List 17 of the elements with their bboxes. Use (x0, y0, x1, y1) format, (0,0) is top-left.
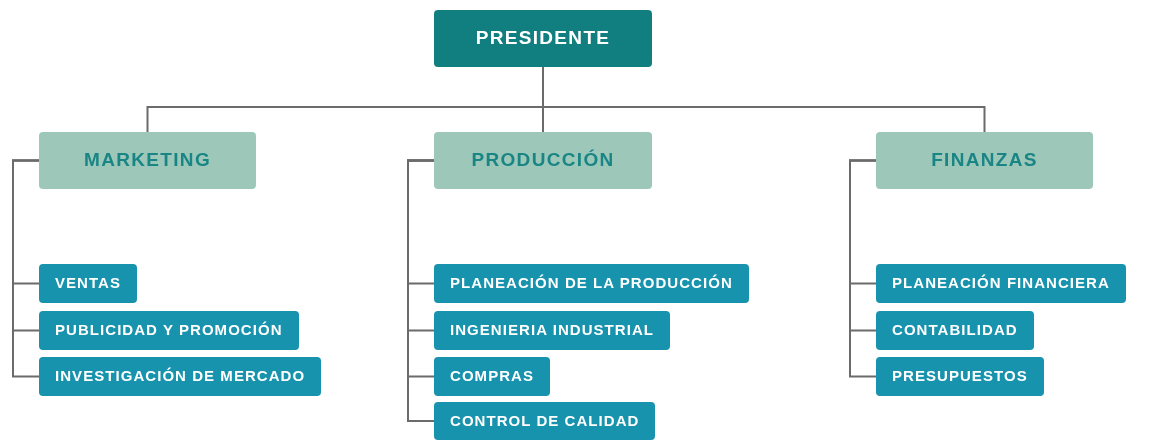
unit-box: INGENIERIA INDUSTRIAL (434, 311, 670, 350)
unit-box: PLANEACIÓN FINANCIERA (876, 264, 1126, 303)
unit-box: CONTROL DE CALIDAD (434, 402, 656, 440)
department-box: FINANZAS (876, 132, 1093, 189)
unit-box: VENTAS (39, 264, 138, 303)
top-box: PRESIDENTE (434, 10, 652, 67)
unit-box: COMPRAS (434, 357, 551, 396)
unit-box: PRESUPUESTOS (876, 357, 1044, 396)
unit-box: CONTABILIDAD (876, 311, 1034, 350)
connector-line (407, 159, 435, 422)
unit-box: PUBLICIDAD Y PROMOCIÓN (39, 311, 299, 350)
connector-line (12, 159, 40, 378)
department-box: PRODUCCIÓN (434, 132, 652, 189)
department-box: MARKETING (39, 132, 256, 189)
unit-box: PLANEACIÓN DE LA PRODUCCIÓN (434, 264, 749, 303)
connector-line (849, 159, 877, 378)
unit-box: INVESTIGACIÓN DE MERCADO (39, 357, 322, 396)
